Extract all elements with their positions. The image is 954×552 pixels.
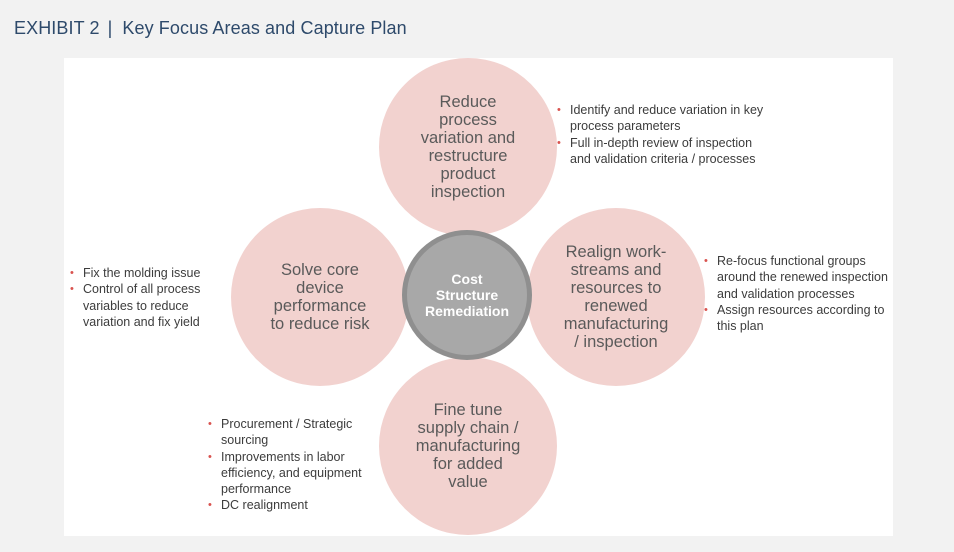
list-item: Fix the molding issue — [70, 265, 235, 282]
exhibit-title: EXHIBIT 2 | Key Focus Areas and Capture Pl… — [14, 18, 407, 39]
bottom-bullet-list: Procurement / Strategic sourcing Improve… — [208, 416, 388, 514]
list-item: Improvements in labor efficiency, and eq… — [208, 449, 388, 498]
focus-area-left-circle: Solve core device performance to reduce … — [231, 208, 409, 386]
title-separator: | — [107, 18, 113, 38]
right-bullet-list: Re-focus functional groups around the re… — [704, 253, 894, 334]
center-hub-circle: Cost Structure Remediation — [402, 230, 532, 360]
focus-area-right-label: Realign work- streams and resources to r… — [563, 243, 669, 351]
focus-area-left-label: Solve core device performance to reduce … — [270, 261, 370, 333]
focus-area-top-circle: Reduce process variation and restructure… — [379, 58, 557, 236]
list-item: Identify and reduce variation in key pro… — [557, 102, 767, 135]
top-bullet-list: Identify and reduce variation in key pro… — [557, 102, 767, 167]
list-item: Assign resources according to this plan — [704, 302, 894, 335]
focus-area-right-circle: Realign work- streams and resources to r… — [527, 208, 705, 386]
focus-area-bottom-circle: Fine tune supply chain / manufacturing f… — [379, 357, 557, 535]
list-item: Control of all process variables to redu… — [70, 281, 235, 330]
focus-area-top-label: Reduce process variation and restructure… — [420, 93, 516, 201]
list-item: Procurement / Strategic sourcing — [208, 416, 388, 449]
list-item: Re-focus functional groups around the re… — [704, 253, 894, 302]
list-item: Full in-depth review of inspection and v… — [557, 135, 767, 168]
page-title: Key Focus Areas and Capture Plan — [122, 18, 407, 38]
exhibit-number: EXHIBIT 2 — [14, 18, 100, 38]
focus-area-bottom-label: Fine tune supply chain / manufacturing f… — [415, 401, 521, 491]
list-item: DC realignment — [208, 497, 388, 514]
left-bullet-list: Fix the molding issue Control of all pro… — [70, 265, 235, 330]
center-hub-label: Cost Structure Remediation — [424, 271, 509, 319]
